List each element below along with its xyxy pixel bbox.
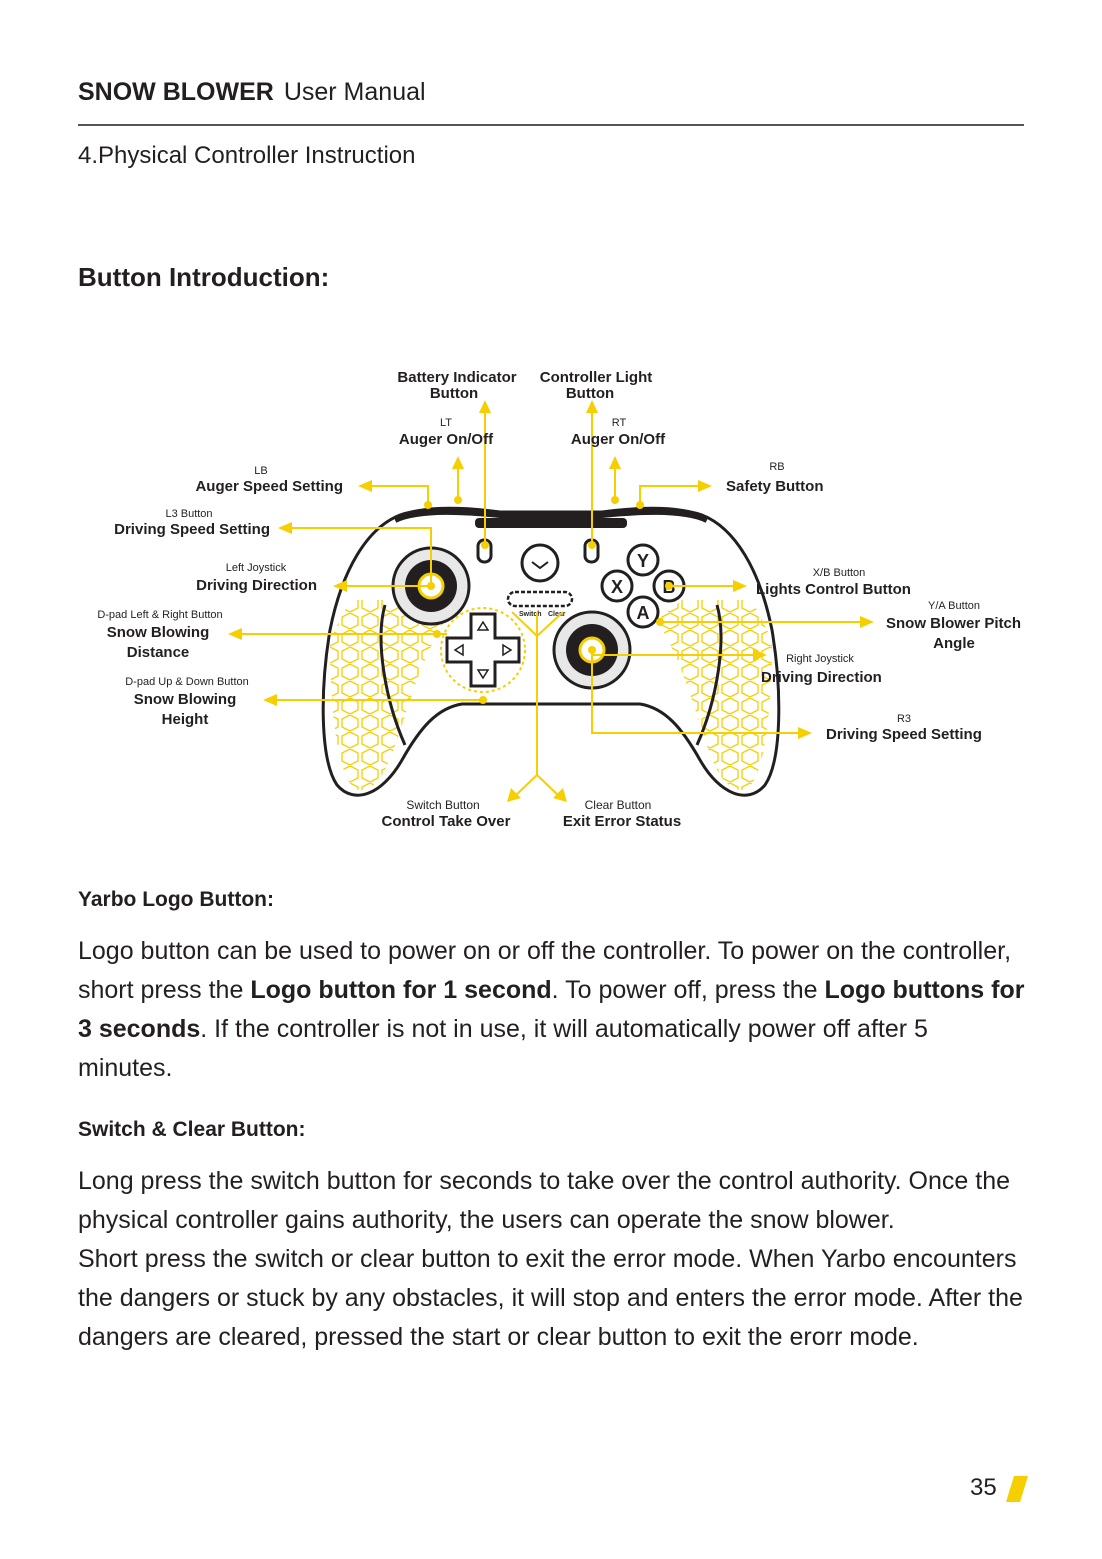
clear-button-small-label: Clear Button bbox=[585, 798, 652, 812]
dpad-ud-label-line2: Height bbox=[162, 711, 209, 728]
callout-labels: Battery Indicator Button Controller Ligh… bbox=[97, 369, 1021, 830]
logo-text-1: Logo button can be used to power on or o… bbox=[78, 937, 1012, 1004]
brand-name: SNOW BLOWER bbox=[78, 78, 274, 106]
controller-light-label: Controller Light bbox=[540, 369, 653, 386]
callout-arrows bbox=[228, 400, 874, 802]
logo-bold-1: Logo button for 1 second bbox=[250, 976, 552, 1004]
logo-text-2: . To power off, press the bbox=[551, 976, 825, 1004]
controller-diagram: Switch Clear Y X B A bbox=[97, 369, 1021, 830]
header-divider bbox=[78, 124, 1024, 126]
logo-bold-2: Logo buttons for 3 seconds bbox=[78, 976, 1025, 1043]
clear-button-label: Exit Error Status bbox=[563, 813, 681, 830]
ya-label: Snow Blower Pitch bbox=[886, 615, 1021, 632]
rb-label: Safety Button bbox=[726, 478, 824, 495]
xb-label: Lights Control Button bbox=[756, 581, 911, 598]
right-joystick-label: Driving Direction bbox=[761, 669, 882, 686]
switch-button-small-label: Switch Button bbox=[406, 798, 479, 812]
button-intro-heading: Button Introduction: bbox=[78, 262, 330, 292]
page-accent-mark bbox=[1006, 1476, 1028, 1502]
page-number: 35 bbox=[970, 1474, 997, 1501]
l3-small-label: L3 Button bbox=[165, 508, 212, 520]
clear-key-label: Clear bbox=[548, 611, 566, 618]
controller-body: Switch Clear Y X B A bbox=[321, 506, 781, 797]
controller-light-label-line2: Button bbox=[566, 385, 614, 402]
battery-indicator-label: Battery Indicator bbox=[397, 369, 516, 386]
dpad-ud-small-label: D-pad Up & Down Button bbox=[125, 676, 249, 688]
lb-label: Auger Speed Setting bbox=[195, 478, 343, 495]
logo-button-heading: Yarbo Logo Button: bbox=[78, 888, 274, 911]
xb-small-label: X/B Button bbox=[813, 567, 866, 579]
a-key-label: A bbox=[637, 603, 650, 623]
ya-small-label: Y/A Button bbox=[928, 600, 980, 612]
logo-text-3: . If the controller is not in use, it wi… bbox=[78, 1015, 928, 1082]
left-joystick-small-label: Left Joystick bbox=[226, 562, 287, 574]
ya-label-line2: Angle bbox=[933, 635, 975, 652]
l3-label: Driving Speed Setting bbox=[114, 521, 270, 538]
switch-clear-paragraph-1: Long press the switch button for seconds… bbox=[78, 1167, 1011, 1234]
right-joystick-small-label: Right Joystick bbox=[786, 653, 854, 665]
switch-clear-body: Long press the switch button for seconds… bbox=[78, 1162, 1028, 1357]
dpad-lr-small-label: D-pad Left & Right Button bbox=[97, 609, 222, 621]
switch-clear-paragraph-2: Short press the switch or clear button t… bbox=[78, 1245, 1023, 1351]
section-heading: 4.Physical Controller Instruction bbox=[78, 142, 416, 169]
lt-label: Auger On/Off bbox=[399, 431, 494, 448]
callout-lines bbox=[240, 412, 860, 797]
dpad-lr-label: Snow Blowing bbox=[107, 624, 210, 641]
switch-clear-heading: Switch & Clear Button: bbox=[78, 1118, 306, 1141]
lt-small-label: LT bbox=[440, 417, 452, 429]
switch-button-label: Control Take Over bbox=[382, 813, 511, 830]
rt-label: Auger On/Off bbox=[571, 431, 666, 448]
left-joystick-label: Driving Direction bbox=[196, 577, 317, 594]
logo-button-paragraph: Logo button can be used to power on or o… bbox=[78, 932, 1028, 1088]
r3-label: Driving Speed Setting bbox=[826, 726, 982, 743]
battery-indicator-label-line2: Button bbox=[430, 385, 478, 402]
dpad-lr-label-line2: Distance bbox=[127, 644, 190, 661]
switch-key-label: Switch bbox=[519, 611, 542, 618]
y-key-label: Y bbox=[637, 551, 649, 571]
document-title: SNOW BLOWER User Manual bbox=[78, 78, 426, 107]
rb-small-label: RB bbox=[769, 461, 784, 473]
document-subtitle: User Manual bbox=[283, 78, 426, 106]
rt-small-label: RT bbox=[612, 417, 627, 429]
r3-small-label: R3 bbox=[897, 713, 911, 725]
x-key-label: X bbox=[611, 577, 623, 597]
lb-small-label: LB bbox=[254, 465, 267, 477]
dpad-ud-label: Snow Blowing bbox=[134, 691, 237, 708]
